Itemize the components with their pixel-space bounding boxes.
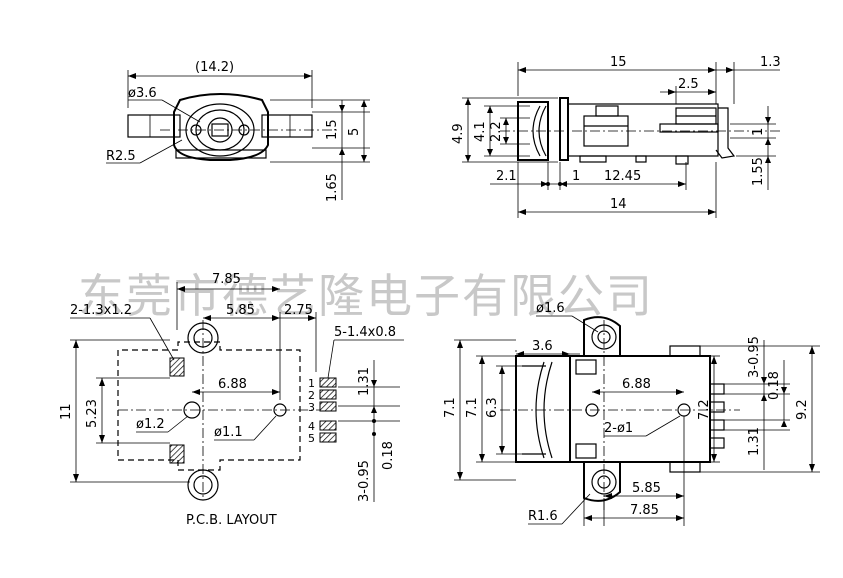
dim-2-75: 2.75 <box>284 303 313 318</box>
dim-1-5: 1.5 <box>325 119 340 140</box>
lead-note-5-1-4x0-8: 5-1.4x0.8 <box>334 325 396 340</box>
dim-5-85: 5.85 <box>226 303 255 318</box>
dim-2-1: 2.1 <box>496 169 517 184</box>
dim-6-88: 6.88 <box>218 377 247 392</box>
dim-0-18: 0.18 <box>381 441 396 470</box>
dim-height-7-1-a: 7.1 <box>443 397 458 418</box>
dim-height-4-9: 4.9 <box>451 123 466 144</box>
pin-5: 5 <box>308 432 315 445</box>
dim-1-3: 1.3 <box>760 55 781 70</box>
dim-holes-2-1: 2-ø1 <box>604 421 633 436</box>
pcb-layout-view: 1 2 3 4 5 7.85 5.85 2.75 2-1.3x1.2 5-1.4… <box>59 272 404 528</box>
front-view: (14.2) ø3.6 R2.5 1.5 5 1.65 <box>106 60 370 202</box>
dim-height-7-1-b: 7.1 <box>465 397 480 418</box>
dim-5-85-top: 5.85 <box>632 481 661 496</box>
dim-height-2-2: 2.2 <box>489 121 504 142</box>
watermark-text: 东莞市德艺隆电子有限公司 <box>78 269 654 323</box>
pin-3: 3 <box>308 401 315 414</box>
dim-length-15: 15 <box>610 55 627 70</box>
dim-height-7-2: 7.2 <box>697 399 712 420</box>
pad-note-2-1-3x1-2: 2-1.3x1.2 <box>70 303 132 318</box>
pin-4: 4 <box>308 420 315 433</box>
dim-height-1: 1 <box>751 128 766 136</box>
dim-1-31: 1.31 <box>357 367 372 396</box>
pcb-layout-caption: P.C.B. LAYOUT <box>186 513 277 528</box>
dim-6-88-top: 6.88 <box>622 377 651 392</box>
dim-5: 5 <box>347 128 362 136</box>
dim-height-6-3: 6.3 <box>485 397 500 418</box>
dim-height-11: 11 <box>59 403 74 420</box>
dim-12-45: 12.45 <box>604 169 641 184</box>
dim-height-9-2: 9.2 <box>795 399 810 420</box>
dim-14: 14 <box>610 197 627 212</box>
dim-height-5-23: 5.23 <box>85 399 100 428</box>
dim-1-31-top: 1.31 <box>747 427 762 456</box>
dim-radius-1-6: R1.6 <box>528 509 558 524</box>
dim-height-4-1: 4.1 <box>473 121 488 142</box>
side-view: 15 1.3 2.5 4.9 4.1 2.2 1 1.55 <box>451 55 781 218</box>
dim-1-65: 1.65 <box>325 173 340 202</box>
dim-hole-1-1: ø1.1 <box>214 425 243 440</box>
dim-2-5: 2.5 <box>678 77 699 92</box>
dim-7-85: 7.85 <box>212 272 241 287</box>
dim-7-85-top: 7.85 <box>630 503 659 518</box>
dim-diameter-3-6: ø3.6 <box>128 86 157 101</box>
dim-3-0-95: 3-0.95 <box>357 460 372 502</box>
dim-hole-1-2: ø1.2 <box>136 417 165 432</box>
dim-1-width: 1 <box>572 169 580 184</box>
dim-0-18-top: 0.18 <box>767 371 782 400</box>
dim-3-0-95-top: 3-0.95 <box>747 336 762 378</box>
dim-width-paren: (14.2) <box>195 60 234 75</box>
top-view: ø1.6 3.6 6.88 2-ø1 7.1 7.1 6.3 <box>443 301 820 526</box>
pin-1: 1 <box>308 377 315 390</box>
dim-height-1-55: 1.55 <box>751 157 766 186</box>
dim-radius-2-5: R2.5 <box>106 149 136 164</box>
dim-diameter-1-6: ø1.6 <box>536 301 565 316</box>
dim-3-6: 3.6 <box>532 339 553 354</box>
pin-2: 2 <box>308 389 315 402</box>
